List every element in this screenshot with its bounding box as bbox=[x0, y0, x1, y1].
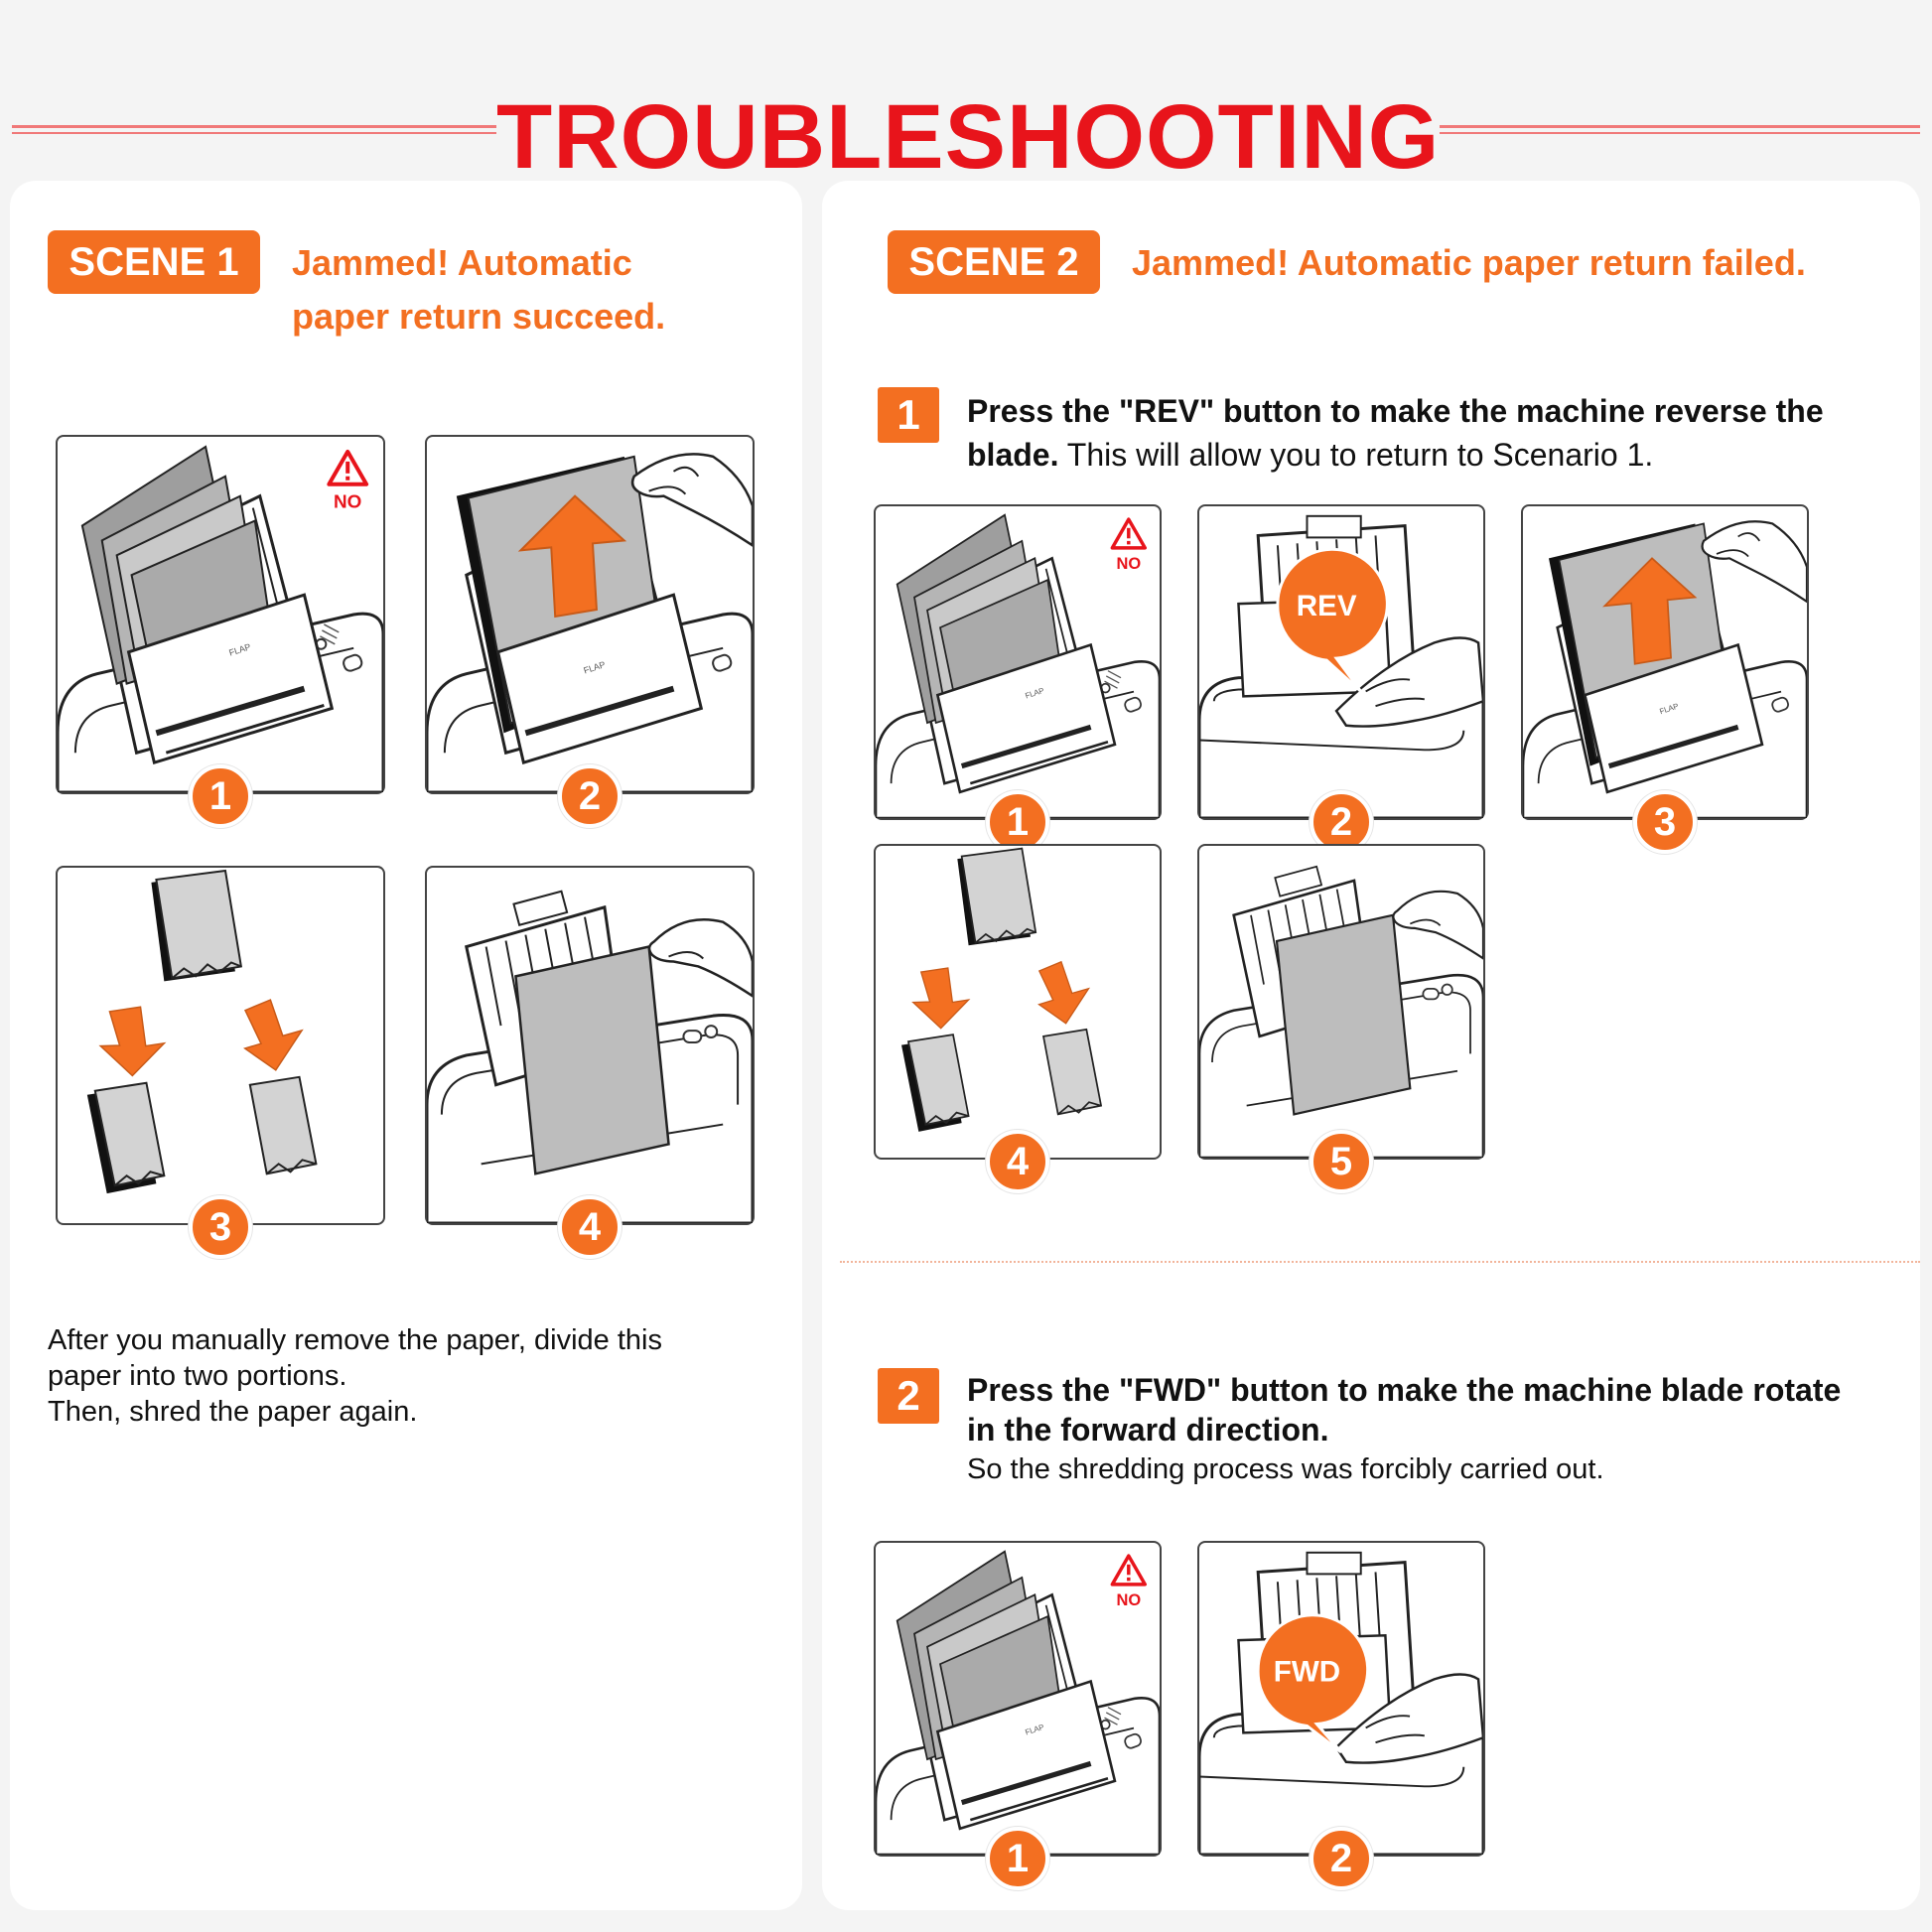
scene1-tag: SCENE 1 bbox=[48, 230, 260, 294]
shredder-jam-illustration: NO FLAP bbox=[876, 1543, 1160, 1855]
title-divider-right bbox=[1440, 125, 1920, 134]
scene1-panel-2: FLAP 2 bbox=[425, 435, 755, 828]
scene1-note-line3: Then, shred the paper again. bbox=[48, 1396, 418, 1428]
step-badge: 4 bbox=[986, 1130, 1049, 1193]
scene2-description: Jammed! Automatic paper return failed. bbox=[1132, 242, 1806, 283]
scene1-panel-1: NO FLAP 1 bbox=[56, 435, 385, 828]
step1-panel-3: FLAP 3 bbox=[1521, 504, 1809, 854]
split-paper-illustration bbox=[876, 846, 1160, 1158]
step1-panel-2: REV 2 bbox=[1197, 504, 1485, 854]
press-button-illustration: FWD bbox=[1199, 1543, 1483, 1855]
speech-bubble bbox=[1256, 1613, 1370, 1754]
step1-normal-text: This will allow you to return to Scenari… bbox=[1058, 437, 1654, 473]
step2-normal-text: So the shredding process was forcibly ca… bbox=[967, 1453, 1604, 1485]
scene1-description-line2: paper return succeed. bbox=[292, 296, 666, 337]
step-badge: 2 bbox=[1310, 1827, 1373, 1890]
warning-icon bbox=[1110, 517, 1148, 550]
scene1-description-line1: Jammed! Automatic bbox=[292, 242, 632, 283]
step2-panel-2: FWD 2 bbox=[1197, 1541, 1485, 1890]
rev-button-label: REV bbox=[1297, 590, 1357, 622]
header: TROUBLESHOOTING bbox=[0, 40, 1932, 188]
scene1-card: SCENE 1 Jammed! Automatic paper return s… bbox=[10, 181, 802, 1910]
scene1-note: After you manually remove the paper, div… bbox=[48, 1322, 782, 1430]
step1-panel-4: 4 bbox=[874, 844, 1162, 1193]
step2-number: 2 bbox=[878, 1368, 939, 1424]
step-badge: 2 bbox=[1310, 790, 1373, 854]
step1-panel-1: NO FLAP 1 bbox=[874, 504, 1162, 854]
step2-panel-1: NO FLAP 1 bbox=[874, 1541, 1162, 1890]
step-badge: 4 bbox=[558, 1195, 621, 1259]
scene1-panel-4: 4 bbox=[425, 866, 755, 1259]
lift-paper-illustration: FLAP bbox=[427, 437, 753, 792]
reinsert-paper-illustration bbox=[1199, 846, 1483, 1158]
step1-number: 1 bbox=[878, 387, 939, 443]
step-badge: 3 bbox=[1633, 790, 1697, 854]
step2-bold-line2: in the forward direction. bbox=[967, 1412, 1329, 1448]
step-badge: 1 bbox=[986, 1827, 1049, 1890]
step2-title: Press the "FWD" button to make the machi… bbox=[967, 1370, 1910, 1449]
scene1-description: Jammed! Automatic paper return succeed. bbox=[292, 236, 768, 344]
step1-bold-line2: blade. bbox=[967, 437, 1059, 473]
warning-icon bbox=[1110, 1554, 1148, 1587]
scene2-card: SCENE 2 Jammed! Automatic paper return f… bbox=[822, 181, 1920, 1910]
scene1-panel-3: 3 bbox=[56, 866, 385, 1259]
step-badge: 2 bbox=[558, 764, 621, 828]
page-title: TROUBLESHOOTING bbox=[496, 86, 1441, 188]
step-badge: 3 bbox=[189, 1195, 252, 1259]
section-divider bbox=[840, 1261, 1920, 1263]
title-divider-left bbox=[12, 125, 496, 134]
warning-label: NO bbox=[1116, 1591, 1141, 1609]
step-badge: 1 bbox=[189, 764, 252, 828]
warning-label: NO bbox=[1116, 555, 1141, 573]
press-button-illustration: REV bbox=[1199, 506, 1483, 818]
scene1-note-line1: After you manually remove the paper, div… bbox=[48, 1324, 662, 1356]
warning-icon bbox=[327, 449, 369, 486]
split-paper-illustration bbox=[58, 868, 383, 1223]
shredder-jam-illustration: NO FLAP bbox=[58, 437, 383, 792]
lift-paper-illustration: FLAP bbox=[1523, 506, 1807, 818]
fwd-button-label: FWD bbox=[1274, 1655, 1340, 1688]
scene1-note-line2: paper into two portions. bbox=[48, 1360, 347, 1392]
scene2-tag: SCENE 2 bbox=[888, 230, 1100, 294]
warning-label: NO bbox=[334, 492, 361, 513]
speech-bubble bbox=[1276, 547, 1389, 693]
step2-bold-line1: Press the "FWD" button to make the machi… bbox=[967, 1372, 1842, 1408]
shredder-jam-illustration: NO FLAP bbox=[876, 506, 1160, 818]
step1-bold-line1: Press the "REV" button to make the machi… bbox=[967, 393, 1824, 429]
step1-panel-5: 5 bbox=[1197, 844, 1485, 1193]
step-badge: 5 bbox=[1310, 1130, 1373, 1193]
reinsert-paper-illustration bbox=[427, 868, 753, 1223]
step1-title: Press the "REV" button to make the machi… bbox=[967, 389, 1910, 477]
